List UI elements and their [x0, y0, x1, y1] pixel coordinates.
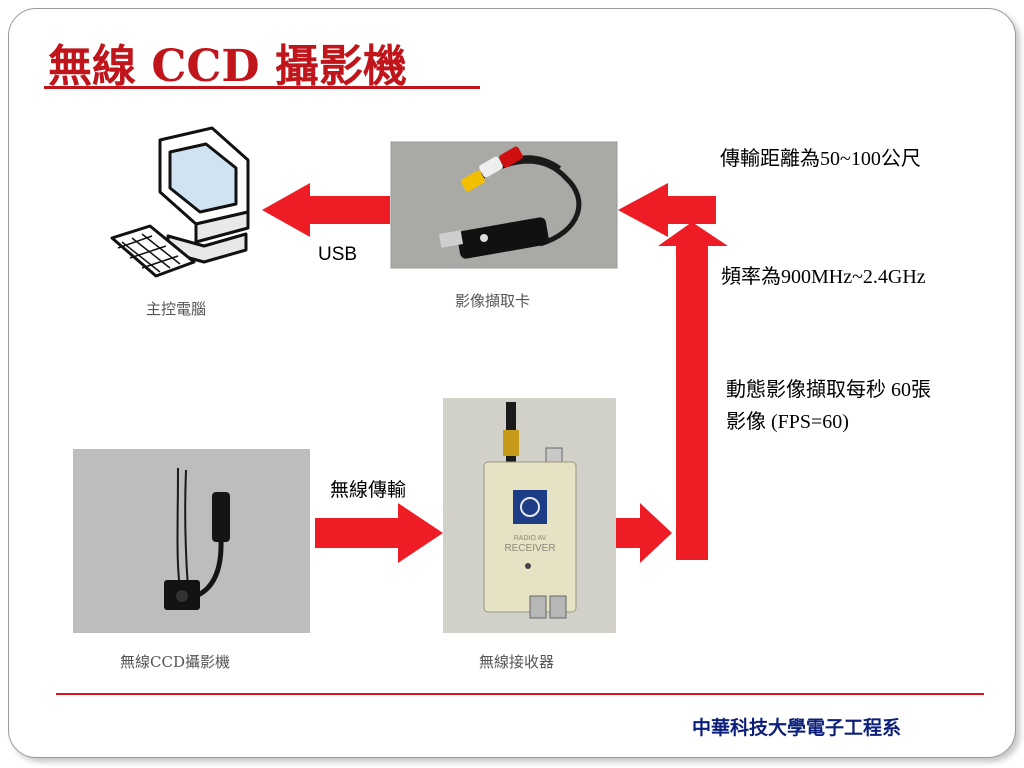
ccd-camera-photo [73, 449, 310, 633]
svg-text:RADIO AV: RADIO AV [514, 535, 547, 542]
arrow-camera-to-receiver [315, 503, 443, 563]
desktop-computer-icon [110, 126, 250, 278]
caption-computer: 主控電腦 [146, 300, 207, 318]
caption-capture-card: 影像擷取卡 [455, 292, 531, 310]
svg-text:RECEIVER: RECEIVER [504, 543, 555, 554]
footer-text: 中華科技大學電子工程系 [692, 717, 902, 739]
arrow-receiver-to-vertical [616, 503, 672, 563]
slide-title: 無線 CCD 攝影機 [48, 41, 407, 92]
spec-fps-line2: 影像 (FPS=60) [726, 411, 849, 433]
caption-ccd-camera: 無線CCD攝影機 [120, 653, 230, 671]
spec-frequency: 頻率為900MHz~2.4GHz [721, 266, 926, 288]
edge-label-usb: USB [318, 244, 358, 265]
receiver-photo: RADIO AV RECEIVER [443, 398, 616, 633]
arrow-vertical-up [658, 222, 728, 560]
spec-distance: 傳輸距離為50~100公尺 [720, 148, 921, 170]
footer-divider [56, 693, 984, 695]
spec-fps-line1: 動態影像擷取每秒 60張 [726, 379, 931, 401]
caption-receiver: 無線接收器 [479, 653, 555, 671]
edge-label-wireless: 無線傳輸 [330, 479, 407, 501]
arrow-capture-to-computer [262, 183, 390, 237]
title-underline [44, 86, 480, 89]
capture-card-photo [390, 141, 618, 269]
